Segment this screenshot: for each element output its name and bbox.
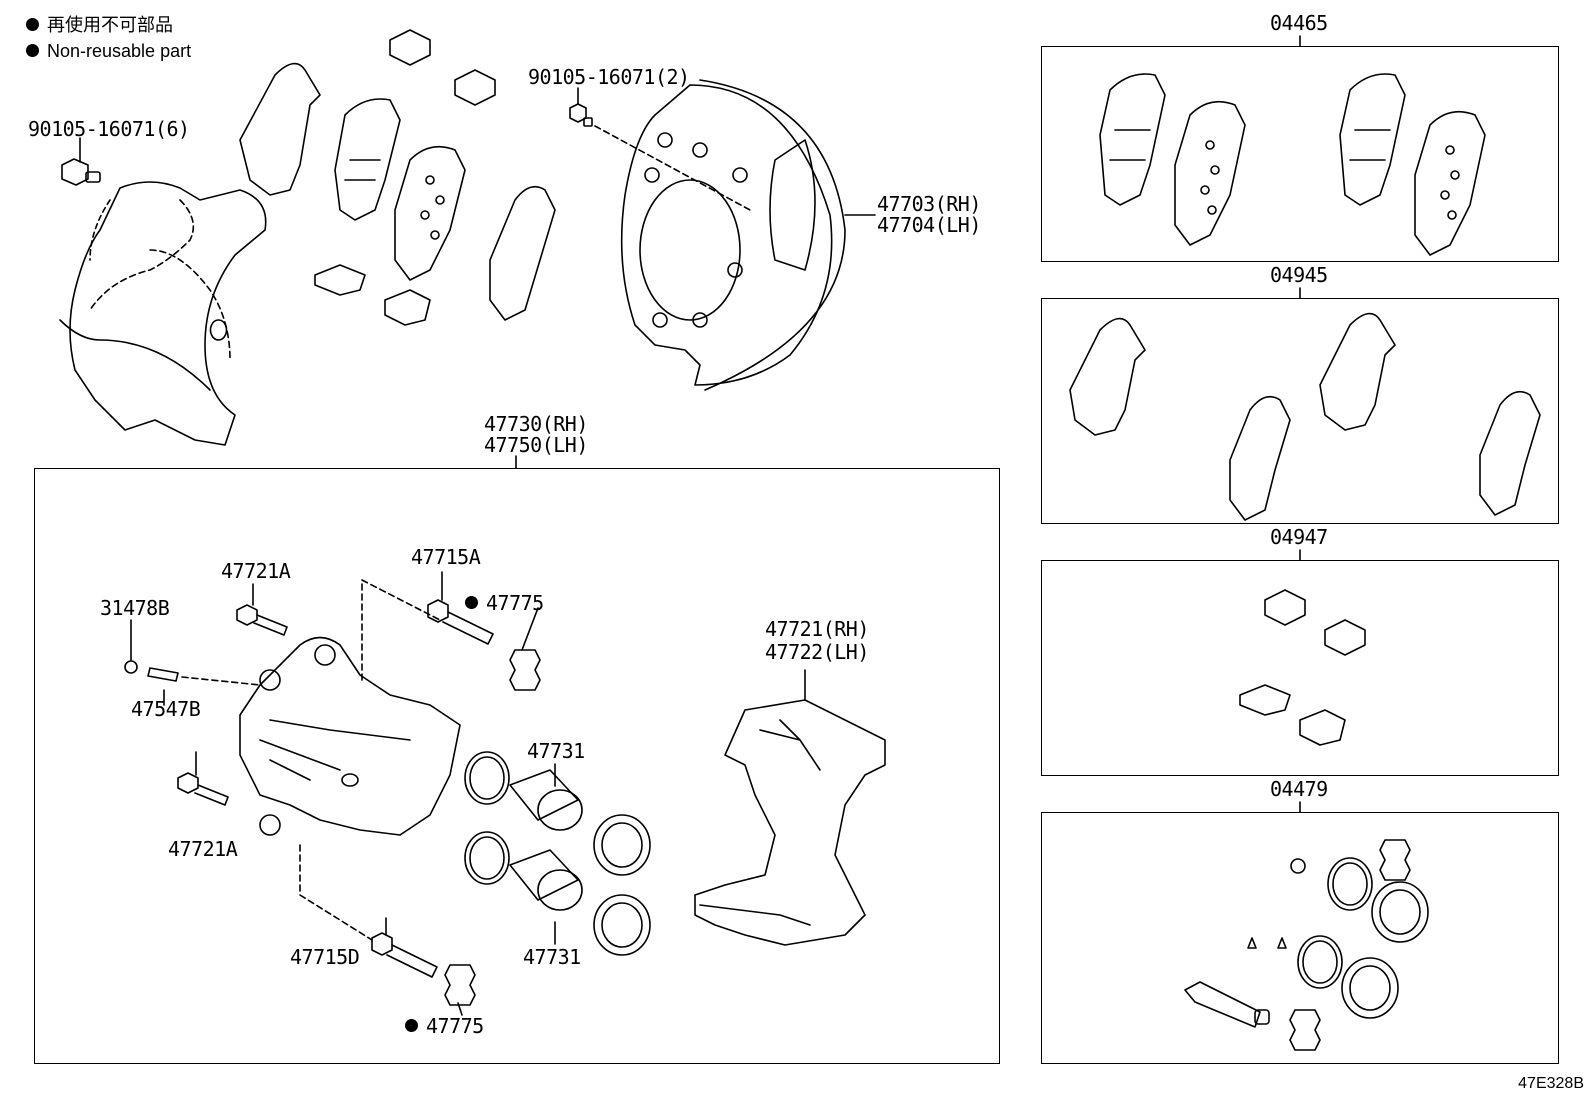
legend-jp: 再使用不可部品: [26, 14, 173, 36]
disc-dust-cover: [620, 79, 876, 391]
label-47547B: 47547B: [131, 697, 201, 721]
non-reusable-dot-icon: [26, 43, 39, 57]
label-caliper-rh: 47730(RH): [484, 412, 588, 436]
kit-04947-clips: [1239, 589, 1366, 746]
label-mounting-rh: 47721(RH): [765, 617, 869, 641]
pad-outer: [394, 145, 466, 281]
pad-support-clips: [314, 29, 496, 326]
old-caliper-outline: [59, 181, 267, 446]
kit-04479-seals: [1184, 839, 1429, 1051]
non-reusable-dot-icon: [26, 17, 39, 31]
caliper-body: [239, 636, 461, 836]
label-dust-cover-lh: 47704(LH): [877, 213, 981, 237]
anti-squeal-shim-1: [239, 62, 321, 196]
caliper-seals-and-pistons: [464, 751, 651, 956]
label-31478B: 31478B: [100, 596, 170, 620]
label-kit-04479: 04479: [1270, 777, 1328, 801]
caliper-boots: [444, 607, 541, 1016]
caliper-assembly-box: [34, 468, 1000, 1064]
caliper-mounting: [694, 669, 886, 946]
label-47721A-top: 47721A: [221, 559, 291, 583]
label-47731-bottom: 47731: [523, 945, 581, 969]
kit-leader-lines: [515, 35, 1301, 813]
label-47731-top: 47731: [527, 739, 585, 763]
legend-en: Non-reusable part: [26, 40, 191, 62]
caliper-bolts-and-pins: [124, 571, 494, 978]
label-47721A-bottom: 47721A: [168, 837, 238, 861]
anti-squeal-shim-2: [489, 185, 556, 321]
bolt-icon: [61, 137, 101, 186]
label-47715D: 47715D: [290, 945, 360, 969]
label-kit-04947: 04947: [1270, 525, 1328, 549]
label-mounting-lh: 47722(LH): [765, 640, 869, 664]
non-reusable-dot-icon: [465, 596, 478, 609]
label-47715A: 47715A: [411, 545, 481, 569]
label-caliper-lh: 47750(LH): [484, 433, 588, 457]
label-bolt-6: 90105-16071(6): [28, 117, 190, 141]
label-47775-bottom: 47775: [405, 1015, 484, 1037]
kit-04465-pads: [1099, 73, 1486, 256]
label-dust-cover-rh: 47703(RH): [877, 192, 981, 216]
non-reusable-dot-icon: [405, 1019, 418, 1032]
pad-inner: [334, 98, 401, 221]
label-kit-04945: 04945: [1270, 263, 1328, 287]
label-bolt-2: 90105-16071(2): [528, 65, 690, 89]
kit-04945-shims: [1069, 312, 1541, 521]
bolt-small-icon: [569, 87, 751, 211]
diagram-code: 47E328B: [1518, 1075, 1584, 1092]
label-47775-top: 47775: [465, 592, 544, 614]
label-kit-04465: 04465: [1270, 11, 1328, 35]
